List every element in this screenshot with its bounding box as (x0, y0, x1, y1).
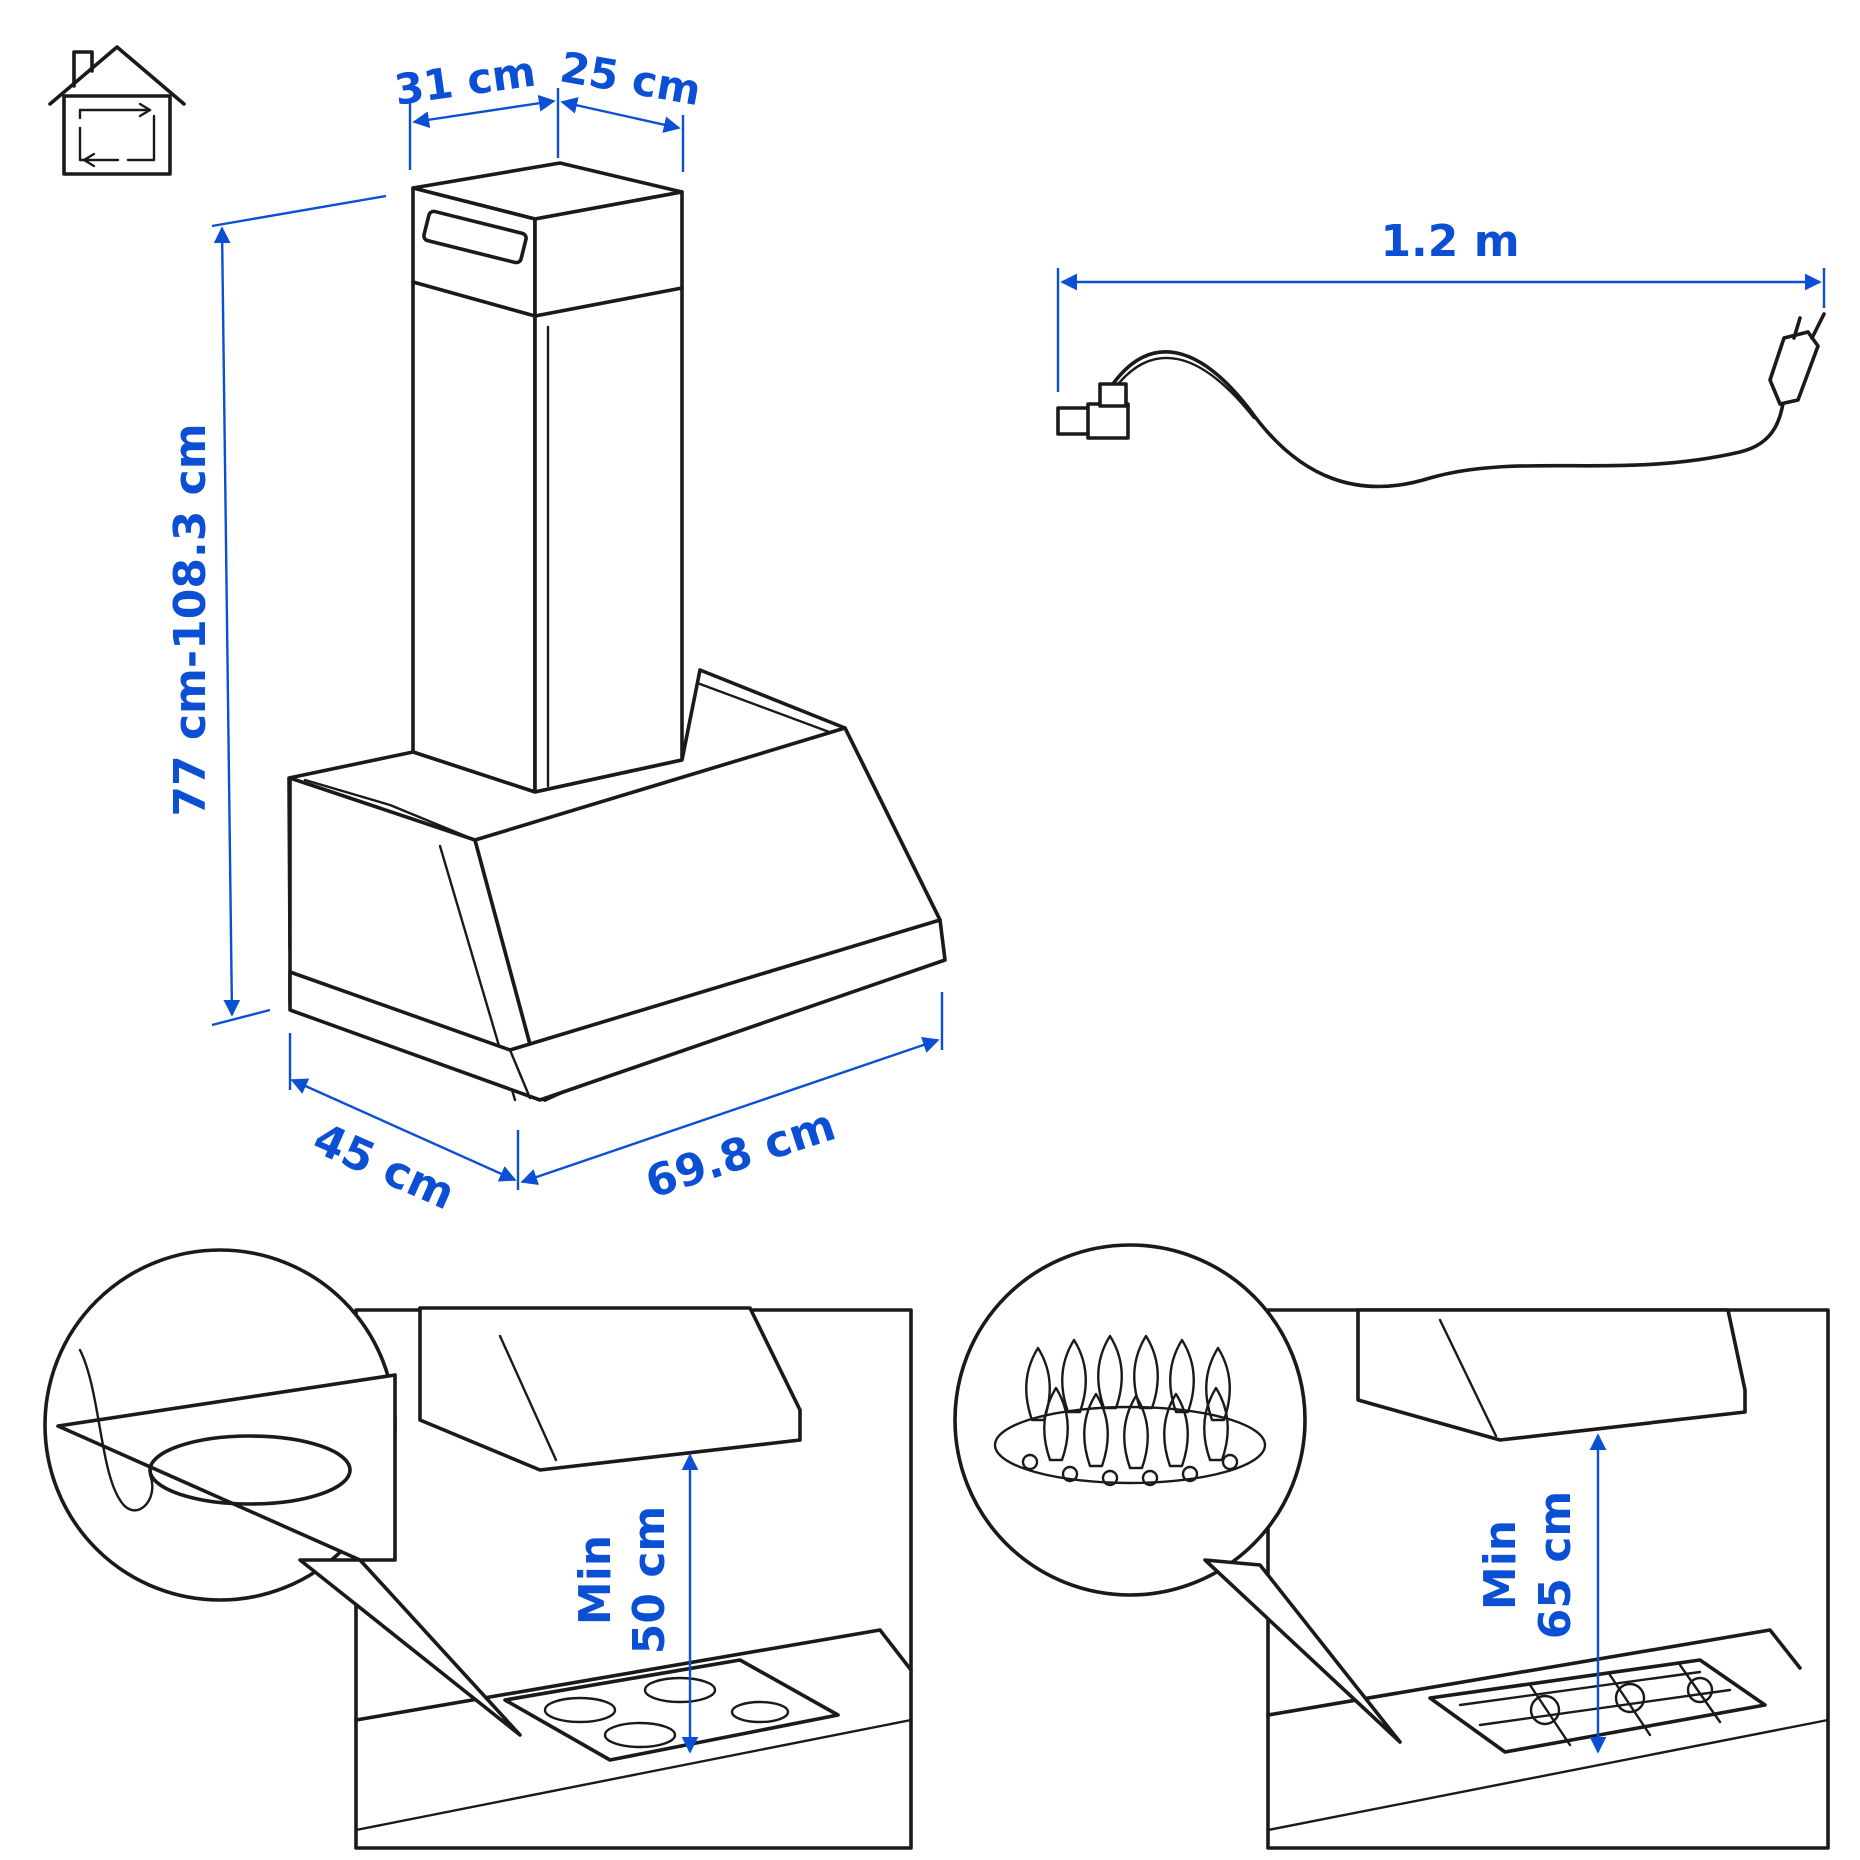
clearance-panel-gas (953, 1243, 1830, 1850)
clearance-value-electric: 50 cm (624, 1506, 675, 1654)
clearance-panel-electric (43, 1248, 913, 1850)
clearance-label-gas: Min (1475, 1520, 1526, 1610)
house-recirculation-icon (48, 45, 186, 176)
duct-depth-label: 25 cm (556, 42, 704, 115)
height-label: 77 cm-108.3 cm (165, 423, 216, 816)
range-hood-drawing (287, 161, 947, 1102)
clearance-label-electric: Min (570, 1535, 621, 1625)
duct-width-label: 31 cm (391, 47, 538, 115)
gas-flame-icon (993, 1334, 1267, 1487)
cord-dimension-line (1056, 268, 1826, 392)
dimension-lines (211, 88, 944, 1190)
width-label: 69.8 cm (640, 1100, 842, 1209)
cord-length-label: 1.2 m (1380, 216, 1519, 267)
depth-label: 45 cm (306, 1113, 462, 1220)
power-cord (1056, 312, 1826, 489)
clearance-value-gas: 65 cm (1530, 1491, 1581, 1639)
